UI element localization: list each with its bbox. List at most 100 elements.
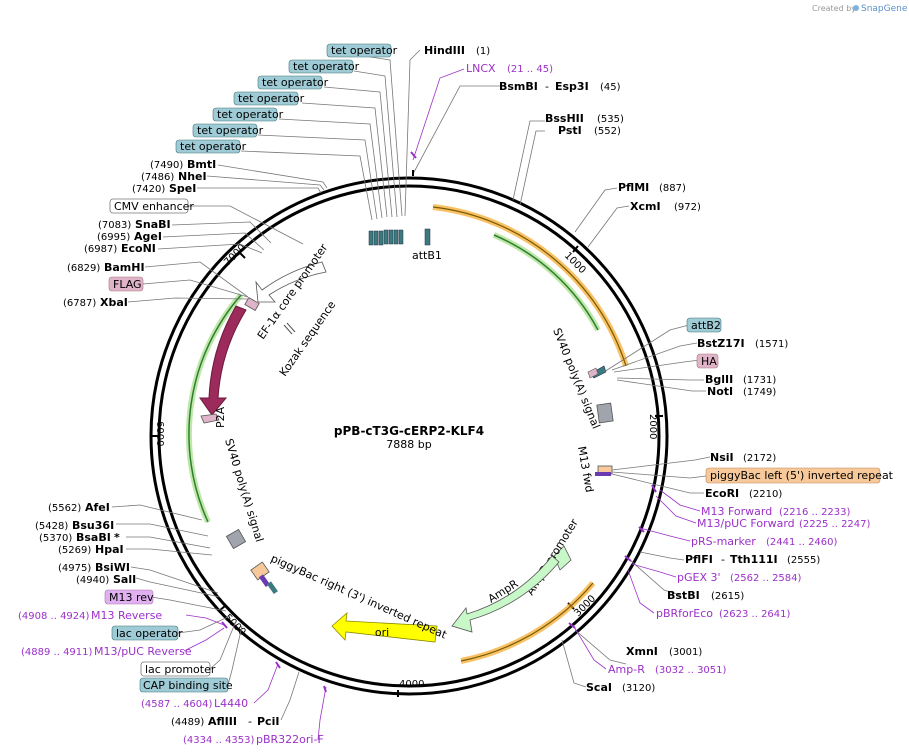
tet-operator-label-1: tet operator xyxy=(331,44,398,57)
lac-operator-box[interactable] xyxy=(111,625,179,641)
pflmi-label[interactable]: PflMI xyxy=(618,181,649,194)
cmv-enhancer-box[interactable] xyxy=(109,198,189,214)
lncx-label[interactable]: LNCX xyxy=(466,62,496,75)
bmti-pos: (7490) xyxy=(150,160,183,171)
tth111i-label[interactable]: Tth111I xyxy=(730,553,778,566)
lac-promoter-box[interactable] xyxy=(140,661,211,677)
m13-puc-reverse-label[interactable]: M13/pUC Reverse xyxy=(94,645,192,658)
afei-label[interactable]: AfeI xyxy=(85,501,110,514)
m13-fwd-label: M13 fwd xyxy=(575,445,596,493)
tet-operator-box-7[interactable] xyxy=(175,139,241,154)
m13-puc-forward-pos: (2225 .. 2247) xyxy=(799,519,871,530)
spei-pos: (7420) xyxy=(132,184,165,195)
bstbi-pos: (2615) xyxy=(711,591,744,602)
scai-pos: (3120) xyxy=(622,683,655,694)
m13-forward-pos: (2216 .. 2233) xyxy=(779,507,851,518)
pbrforeco-pos: (2623 .. 2641) xyxy=(719,609,791,620)
xmni-label[interactable]: XmnI xyxy=(626,645,658,658)
pbrforeco-label[interactable]: pBRforEco xyxy=(656,607,713,620)
lncx-tick xyxy=(410,151,417,159)
amp-r-pos: (3032 .. 3051) xyxy=(655,665,727,676)
bmti-label[interactable]: BmtI xyxy=(187,158,216,171)
hpai-label[interactable]: HpaI xyxy=(95,543,124,556)
pb-left-label: piggyBac left (5') inverted repeat xyxy=(710,469,894,482)
prs-marker-label[interactable]: pRS-marker xyxy=(691,535,756,548)
tet-operator-box-3[interactable] xyxy=(257,75,323,90)
bsshii-label[interactable]: BssHII xyxy=(545,112,584,125)
bsu36i-pos: (5428) xyxy=(35,521,68,532)
ef1a-arrow xyxy=(255,261,327,303)
pb-left-box[interactable] xyxy=(705,467,881,484)
m13-reverse-label[interactable]: M13 Reverse xyxy=(91,609,162,622)
tick-6000: 6000 xyxy=(154,421,165,446)
bsabi-label[interactable]: BsaBI xyxy=(76,531,111,544)
pgex-label[interactable]: pGEX 3' xyxy=(677,571,721,584)
plasmid-length: 7888 bp xyxy=(386,438,431,451)
xbai-label[interactable]: XbaI xyxy=(100,296,128,309)
pbr322ori-label[interactable]: pBR322ori-F xyxy=(256,733,324,746)
bstz17i-label[interactable]: BstZ17I xyxy=(697,337,745,350)
tet-operator-blocks xyxy=(368,228,431,246)
m13-puc-forward-label[interactable]: M13/pUC Forward xyxy=(697,517,795,530)
econi-label[interactable]: EcoNI xyxy=(121,242,156,255)
tet-operator-box-6[interactable] xyxy=(192,123,258,138)
m13-forward-label[interactable]: M13 Forward xyxy=(701,505,772,518)
bsmbi-label[interactable]: BsmBI xyxy=(499,80,538,93)
hindiii-pos: (1) xyxy=(476,46,490,57)
ecori-label[interactable]: EcoRI xyxy=(705,487,739,500)
nhei-label[interactable]: NheI xyxy=(178,170,207,183)
snabi-label[interactable]: SnaBI xyxy=(135,218,171,231)
snapgene-logo-icon xyxy=(853,5,859,11)
noti-pos: (1749) xyxy=(743,387,776,398)
nsii-label[interactable]: NsiI xyxy=(710,451,734,464)
scai-label[interactable]: ScaI xyxy=(586,681,612,694)
attb2-box[interactable] xyxy=(686,317,722,333)
m13fwd-feature xyxy=(595,472,611,476)
agei-label[interactable]: AgeI xyxy=(134,230,162,243)
m13-puc-reverse-pos: (4889 .. 4911) xyxy=(21,647,93,658)
tet-operator-box-4[interactable] xyxy=(233,91,299,106)
ha-box[interactable] xyxy=(696,353,719,369)
pflfi-dash: - xyxy=(721,553,725,566)
sali-pos: (4940) xyxy=(76,575,109,586)
m13-rev-box[interactable] xyxy=(104,589,154,605)
pflmi-pos: (887) xyxy=(659,183,686,194)
psti-label[interactable]: PstI xyxy=(558,124,582,137)
afliii-dash: - xyxy=(248,715,252,728)
afliii-label[interactable]: AflIII xyxy=(208,715,237,728)
bglii-label[interactable]: BglII xyxy=(705,373,733,386)
bstbi-label[interactable]: BstBI xyxy=(667,589,700,602)
bamhi-label[interactable]: BamHI xyxy=(104,261,145,274)
sv40-right-feature xyxy=(596,402,614,424)
noti-label[interactable]: NotI xyxy=(707,385,733,398)
pgex-pos: (2562 .. 2584) xyxy=(730,573,802,584)
tet-operator-box-5[interactable] xyxy=(212,107,278,122)
cap-binding-site-box[interactable] xyxy=(139,677,229,693)
m13rev-feature xyxy=(258,574,270,588)
bsu36i-label[interactable]: Bsu36I xyxy=(72,519,114,532)
right-primer-leaders xyxy=(572,489,701,670)
pcii-label[interactable]: PciI xyxy=(257,715,279,728)
pflfi-pos: (2555) xyxy=(787,555,820,566)
spei-label[interactable]: SpeI xyxy=(169,182,196,195)
hindiii-label[interactable]: HindIII xyxy=(424,44,465,57)
sali-label[interactable]: SalI xyxy=(113,573,136,586)
pflfi-label[interactable]: PflFI xyxy=(685,553,713,566)
tet-operator-box-2[interactable] xyxy=(288,59,354,74)
l4440-label[interactable]: L4440 xyxy=(214,697,248,710)
tet-operator-box-1[interactable] xyxy=(326,43,392,58)
right-leaders xyxy=(561,324,711,688)
orange-arc-bottom xyxy=(460,581,596,664)
bsshii-pos: (535) xyxy=(597,114,624,125)
bsiwi-label[interactable]: BsiWI xyxy=(95,561,130,574)
xcmi-label[interactable]: XcmI xyxy=(630,200,661,213)
esp3i-label[interactable]: Esp3I xyxy=(555,80,589,93)
bglii-pos: (1731) xyxy=(743,375,776,386)
left-bottom-primer-leaders xyxy=(183,614,327,741)
attb1-label: attB1 xyxy=(412,249,442,262)
m13-rev-label: M13 rev xyxy=(109,591,154,604)
amp-r-label[interactable]: Amp-R xyxy=(608,663,645,676)
flag-box[interactable] xyxy=(108,276,144,292)
tet-operator-label-7: tet operator xyxy=(180,140,247,153)
orange-arc-top-core xyxy=(432,206,627,367)
